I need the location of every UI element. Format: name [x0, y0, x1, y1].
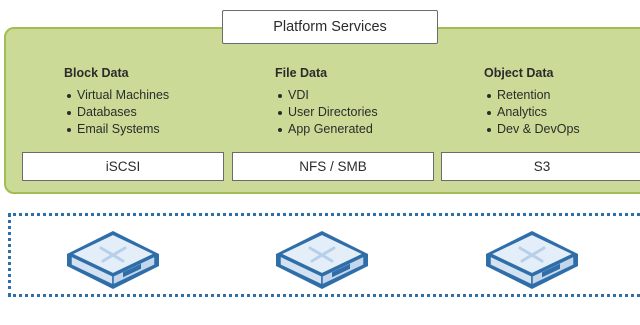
- list-item: Retention: [484, 87, 580, 104]
- list-item: User Directories: [275, 104, 378, 121]
- iscsi-protocol-box: iSCSI: [22, 152, 224, 181]
- protocol-label: S3: [533, 159, 551, 174]
- block-data-column: Block Data Virtual Machines Databases Em…: [64, 66, 169, 138]
- object-data-column: Object Data Retention Analytics Dev & De…: [484, 66, 580, 138]
- block-data-title: Block Data: [64, 66, 129, 80]
- protocol-label: iSCSI: [105, 159, 141, 174]
- protocol-label: NFS / SMB: [299, 159, 367, 174]
- cluster-boundary: [8, 213, 640, 297]
- server-node-icon: [486, 231, 578, 289]
- list-item: Dev & DevOps: [484, 121, 580, 138]
- platform-services-text: Platform Services: [273, 19, 387, 35]
- nfs-smb-protocol-box: NFS / SMB: [232, 152, 434, 181]
- file-data-title: File Data: [275, 66, 328, 80]
- platform-services-label: Platform Services: [222, 10, 438, 44]
- object-data-list: Retention Analytics Dev & DevOps: [484, 87, 580, 138]
- file-data-list: VDI User Directories App Generated: [275, 87, 378, 138]
- server-node-icon: [276, 231, 368, 289]
- block-data-list: Virtual Machines Databases Email Systems: [64, 87, 169, 138]
- server-node-icon: [67, 231, 159, 289]
- list-item: Databases: [64, 104, 169, 121]
- file-data-column: File Data VDI User Directories App Gener…: [275, 66, 378, 138]
- s3-protocol-box: S3: [441, 152, 640, 181]
- list-item: VDI: [275, 87, 378, 104]
- list-item: Email Systems: [64, 121, 169, 138]
- list-item: Virtual Machines: [64, 87, 169, 104]
- object-data-title: Object Data: [484, 66, 554, 80]
- list-item: App Generated: [275, 121, 378, 138]
- list-item: Analytics: [484, 104, 580, 121]
